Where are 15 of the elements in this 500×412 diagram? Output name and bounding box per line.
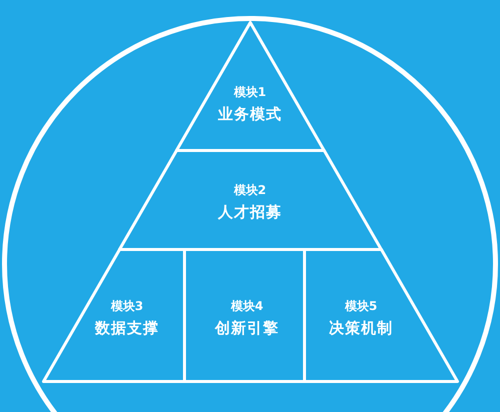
module-number: 模块5 bbox=[344, 298, 378, 314]
module-name: 创新引擎 bbox=[215, 319, 279, 338]
ring-frame bbox=[2, 16, 498, 412]
pyramid-top-section bbox=[174, 20, 326, 152]
module-name: 数据支撑 bbox=[95, 319, 159, 338]
pyramid-base-section bbox=[302, 248, 458, 382]
module-number: 模块3 bbox=[110, 298, 144, 314]
module-number: 模块2 bbox=[234, 182, 266, 198]
module-name: 人才招募 bbox=[218, 203, 282, 222]
module-name: 决策机制 bbox=[329, 319, 393, 338]
module-name: 业务模式 bbox=[218, 105, 282, 124]
module-number: 模块1 bbox=[234, 84, 266, 100]
pyramid-middle-section bbox=[118, 148, 382, 250]
pyramid-base-section bbox=[42, 248, 186, 382]
module-number: 模块4 bbox=[230, 298, 264, 314]
